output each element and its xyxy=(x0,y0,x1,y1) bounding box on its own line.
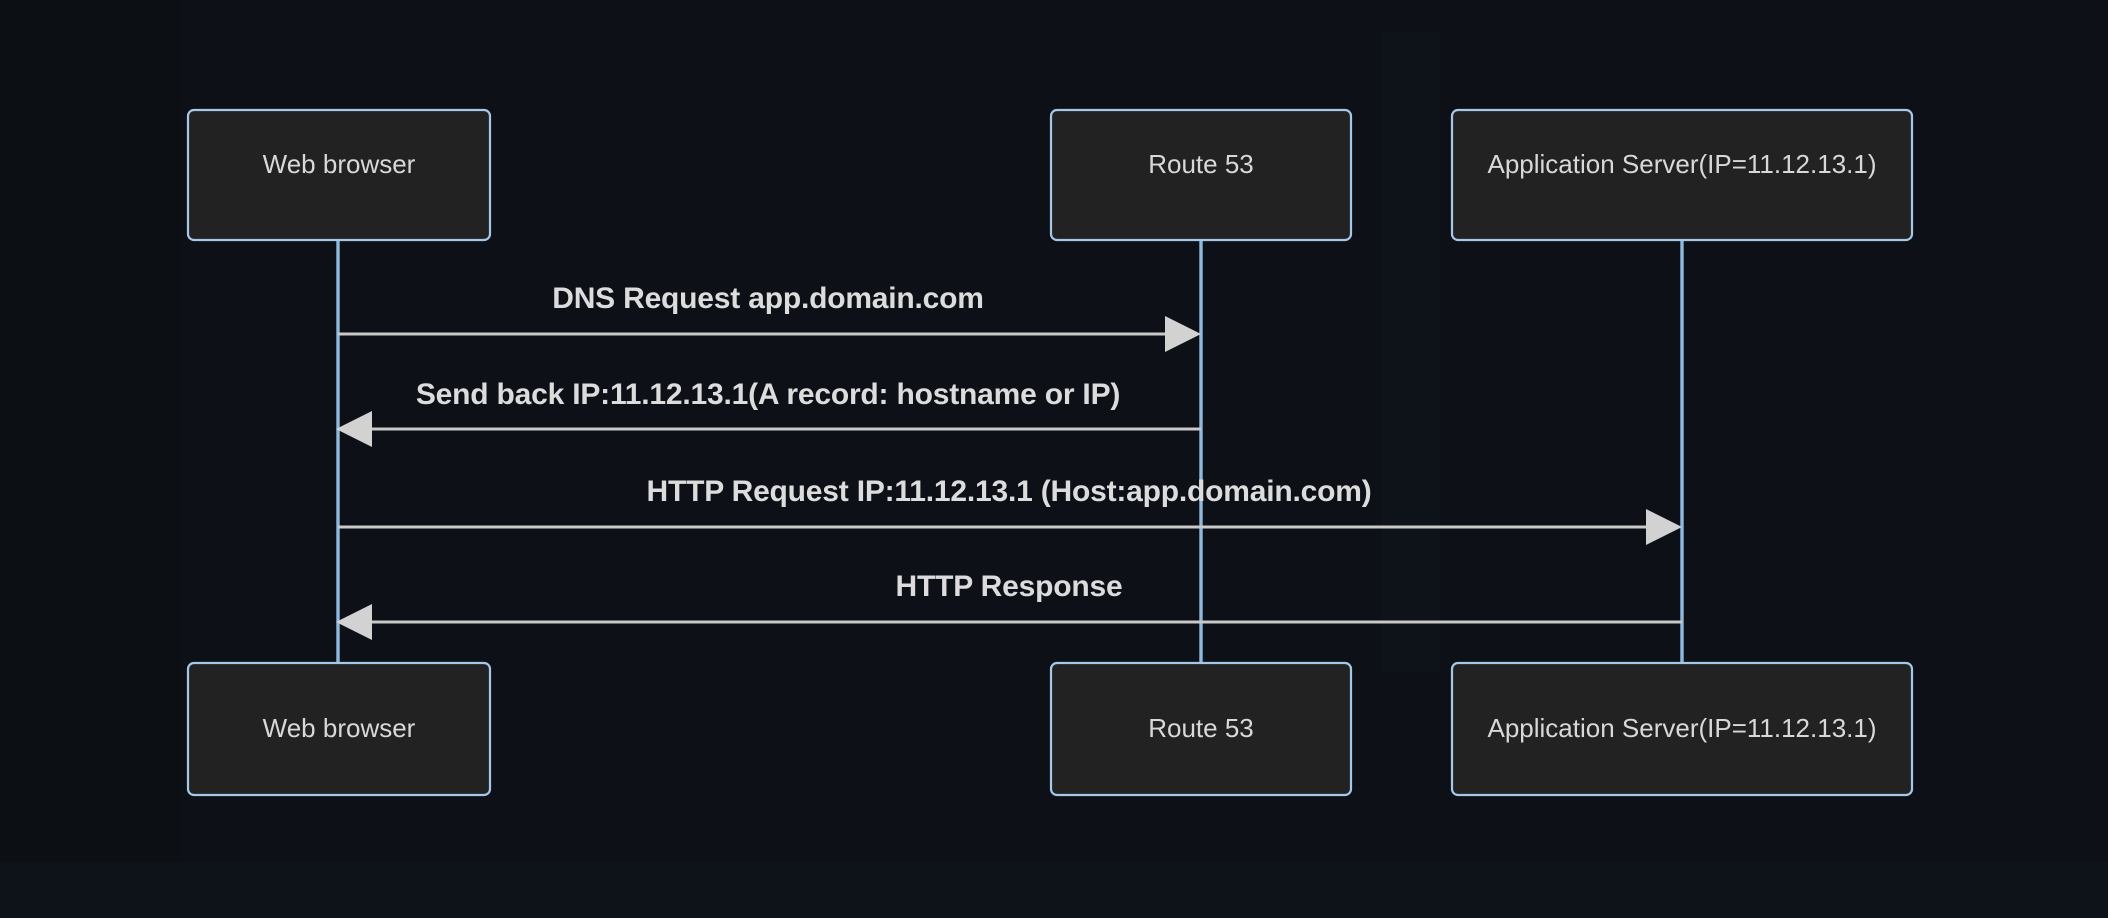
actor-footer-browser[interactable]: Web browser xyxy=(186,661,492,797)
actor-label-browser-top: Web browser xyxy=(263,149,416,179)
message-label-http-response: HTTP Response xyxy=(896,570,1123,603)
actor-box-route53-top[interactable] xyxy=(1049,108,1353,242)
actor-header-route53[interactable]: Route 53 xyxy=(1049,108,1353,242)
actor-header-appserver[interactable]: Application Server(IP=11.12.13.1) xyxy=(1450,108,1914,242)
arrow-head-left-send-back-ip xyxy=(336,411,372,447)
actor-label-route53-bottom: Route 53 xyxy=(1148,713,1254,743)
actor-label-browser-bottom: Web browser xyxy=(263,713,416,743)
message-dns-request: DNS Request app.domain.com xyxy=(338,282,1201,352)
message-label-dns-request: DNS Request app.domain.com xyxy=(552,282,984,315)
message-send-back-ip: Send back IP:11.12.13.1(A record: hostna… xyxy=(336,378,1201,447)
actor-box-browser-bottom[interactable] xyxy=(186,661,492,797)
message-label-http-request: HTTP Request IP:11.12.13.1 (Host:app.dom… xyxy=(646,475,1371,508)
arrow-head-right-http-request xyxy=(1646,509,1682,545)
bg-panel-right xyxy=(1382,32,1440,672)
actor-box-route53-bottom[interactable] xyxy=(1049,661,1353,797)
actor-box-browser-top[interactable] xyxy=(186,108,492,242)
bg-panel-bottom xyxy=(0,862,2108,918)
actor-footer-appserver[interactable]: Application Server(IP=11.12.13.1) xyxy=(1450,661,1914,797)
actor-label-route53-top: Route 53 xyxy=(1148,149,1254,179)
bg-panel-left xyxy=(0,0,181,862)
actor-header-browser[interactable]: Web browser xyxy=(186,108,492,242)
actor-label-appserver-bottom: Application Server(IP=11.12.13.1) xyxy=(1487,713,1876,743)
message-http-response: HTTP Response xyxy=(336,570,1682,640)
lifelines xyxy=(336,240,1684,663)
actor-label-appserver-top: Application Server(IP=11.12.13.1) xyxy=(1487,149,1876,179)
actor-footer-route53[interactable]: Route 53 xyxy=(1049,661,1353,797)
arrow-head-right-dns-request xyxy=(1165,316,1201,352)
arrow-head-left-http-response xyxy=(336,604,372,640)
actor-box-appserver-top[interactable] xyxy=(1450,108,1914,242)
actor-box-appserver-bottom[interactable] xyxy=(1450,661,1914,797)
message-label-send-back-ip: Send back IP:11.12.13.1(A record: hostna… xyxy=(416,378,1120,411)
message-http-request: HTTP Request IP:11.12.13.1 (Host:app.dom… xyxy=(338,475,1682,545)
